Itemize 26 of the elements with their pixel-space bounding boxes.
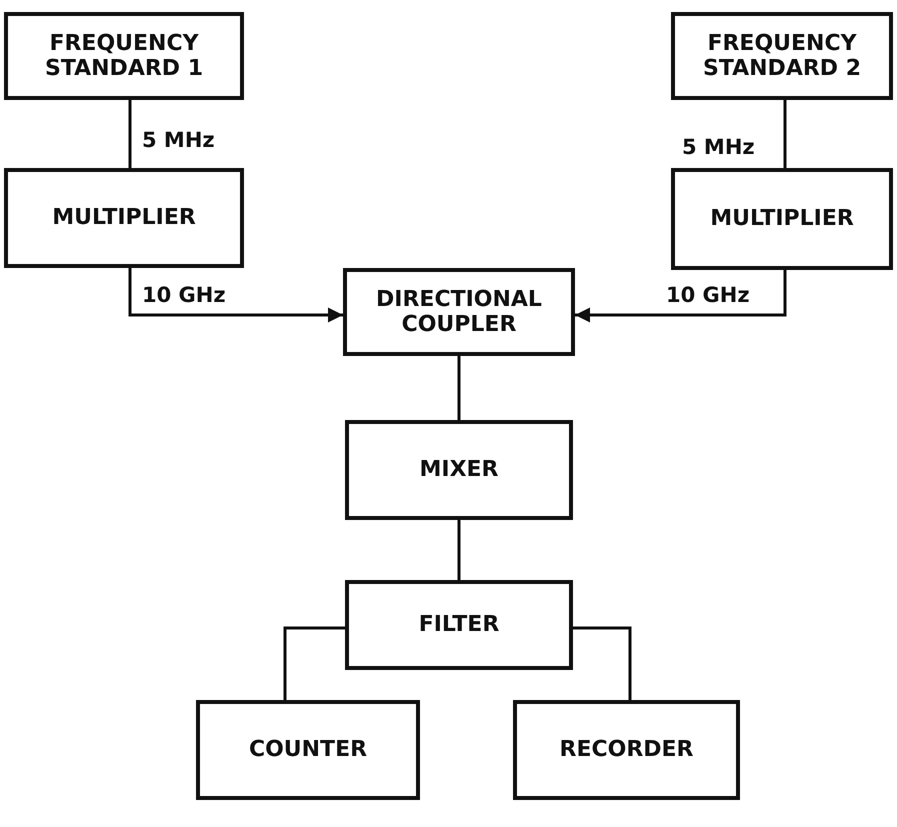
block-label: COUNTER <box>248 737 368 763</box>
connector-line <box>458 356 460 420</box>
block-box <box>343 268 575 356</box>
arrow <box>128 268 343 322</box>
block-box <box>196 700 420 800</box>
connector-line <box>573 626 632 700</box>
block-label: FILTER <box>418 612 500 638</box>
arrow <box>575 270 786 322</box>
block-box <box>671 12 893 100</box>
block-box <box>513 700 740 800</box>
block-label: RECORDER <box>560 737 694 763</box>
block-box <box>4 12 244 100</box>
block-label: MULTIPLIER <box>52 205 196 231</box>
connector-line <box>284 626 345 700</box>
block-label: MIXER <box>419 457 498 483</box>
block-label: DIRECTIONAL COUPLER <box>375 286 543 338</box>
block-box <box>4 168 244 268</box>
connector-line <box>458 520 460 580</box>
block-label: FREQUENCY STANDARD 1 <box>44 30 204 82</box>
block-box <box>671 168 893 270</box>
connector-line <box>128 100 132 168</box>
block-label: FREQUENCY STANDARD 2 <box>702 30 862 82</box>
connector-line <box>784 100 786 168</box>
block-box <box>345 420 573 520</box>
block-box <box>345 580 573 670</box>
block-label: MULTIPLIER <box>710 206 854 232</box>
